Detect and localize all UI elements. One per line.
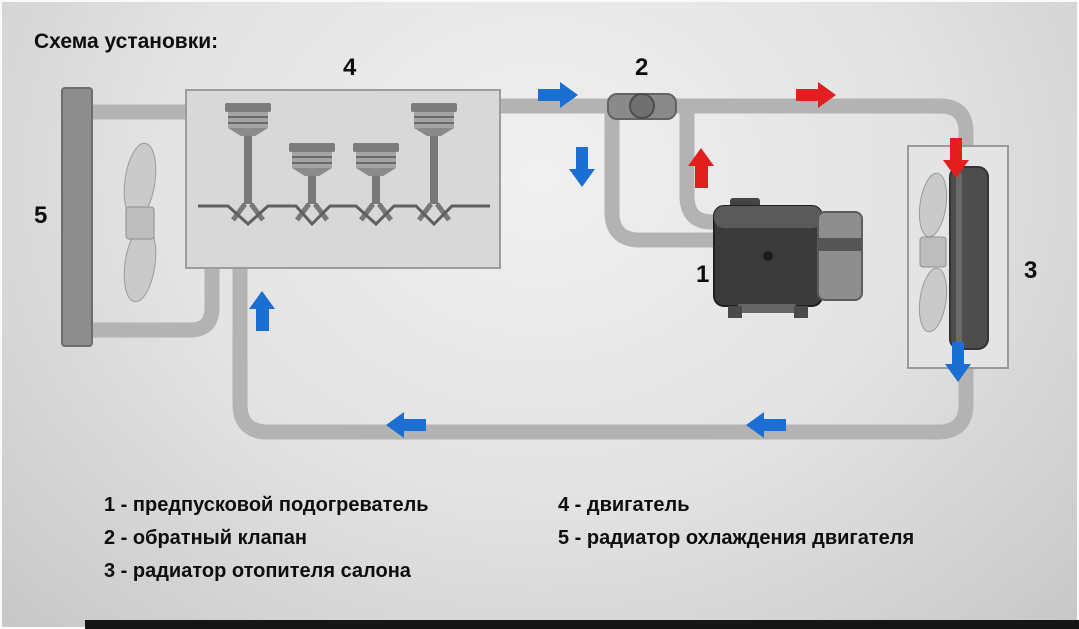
flow-arrow-cold-down-radiator-icon — [945, 342, 971, 382]
cabin-heater-radiator — [907, 145, 1009, 369]
heater-body-highlight — [714, 206, 822, 228]
crankshaft-line — [198, 204, 490, 227]
flow-arrow-cold-right-icon — [538, 82, 578, 108]
label-cooling-radiator: 5 — [34, 202, 48, 229]
flow-arrow-cold-left-mid-icon — [386, 412, 426, 438]
label-valve: 2 — [635, 54, 649, 81]
legend-column-1: 1 - предпусковой подогреватель 2 - обрат… — [104, 489, 429, 588]
engine-cooling-radiator — [61, 87, 157, 347]
legend-item-cabin-radiator: 3 - радиатор отопителя салона — [104, 560, 411, 582]
diagram-title: Схема установки: — [34, 30, 219, 53]
pipe-supply-top — [498, 98, 974, 185]
cooling-fan-icon — [123, 142, 157, 303]
bottom-border-strip — [85, 620, 1079, 629]
legend-item-cooling-radiator: 5 - радиатор охлаждения двигателя — [558, 527, 915, 549]
label-heater: 1 — [696, 261, 710, 288]
valve-ball — [629, 93, 655, 119]
flow-arrow-cold-up-engine-icon — [249, 291, 275, 331]
legend-column-2: 4 - двигатель 5 - радиатор охлаждения дв… — [558, 489, 914, 555]
heater-detail-dot — [763, 251, 773, 261]
flow-arrow-hot-up-heater-icon — [688, 148, 714, 188]
pipe-branch-to-heater — [604, 108, 728, 248]
heater-bracket — [738, 304, 796, 313]
legend-item-engine: 4 - двигатель — [558, 494, 690, 516]
flow-arrow-hot-right-icon — [796, 82, 836, 108]
heater-foot-left — [728, 306, 742, 318]
legend-item-valve: 2 - обратный клапан — [104, 527, 307, 549]
coolant-pipes — [86, 98, 974, 440]
flow-arrow-cold-down-branch-icon — [569, 147, 595, 187]
label-engine: 4 — [343, 54, 357, 81]
radiator-core-bar — [61, 87, 93, 347]
legend-item-heater: 1 - предпусковой подогреватель — [104, 494, 429, 516]
heater-end-cap — [817, 211, 863, 301]
label-cabin-radiator: 3 — [1024, 257, 1038, 284]
radiator-core — [949, 166, 989, 350]
cabin-fan-icon — [918, 172, 948, 333]
flow-arrow-hot-down-radiator-icon — [943, 138, 969, 178]
pipe-return-bottom — [232, 264, 974, 440]
pipe-radiator5-bottom — [86, 264, 220, 338]
engine-block — [185, 89, 501, 269]
radiator-core-highlight — [956, 172, 962, 344]
pipe-heater-outlet — [679, 108, 736, 230]
preheater-unit — [713, 198, 863, 318]
heater-foot-right — [794, 306, 808, 318]
cold-flow-arrows — [249, 82, 971, 438]
hot-flow-arrows — [688, 82, 969, 188]
check-valve — [607, 93, 677, 120]
flow-arrow-cold-left-right-icon — [746, 412, 786, 438]
heater-end-band — [818, 238, 862, 251]
